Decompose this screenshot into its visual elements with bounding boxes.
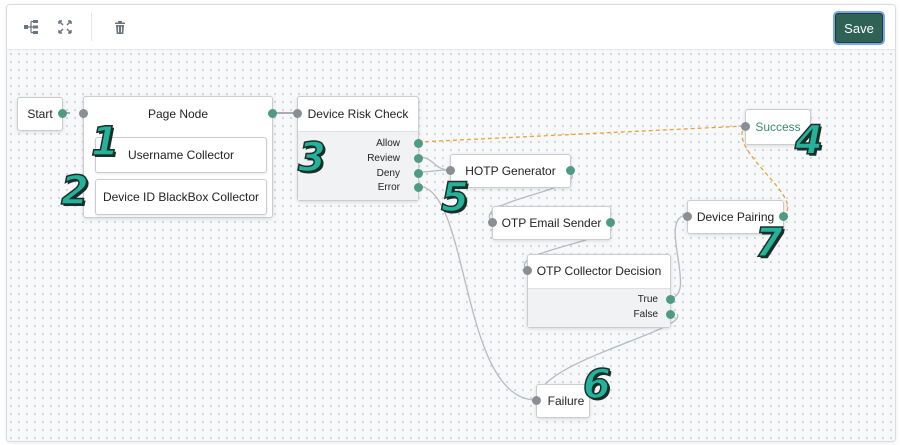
tree-layout-icon[interactable] xyxy=(17,13,45,41)
fit-screen-icon[interactable] xyxy=(51,13,79,41)
outcome-deny-label: Deny xyxy=(376,168,400,179)
hotp-generator-node[interactable]: HOTP Generator xyxy=(446,154,575,188)
callout-3: 3 xyxy=(297,135,326,181)
page-node-input-port[interactable] xyxy=(79,109,88,118)
callout-5: 5 xyxy=(440,175,469,221)
outcome-false-label: False xyxy=(633,309,658,320)
error-output-port[interactable] xyxy=(414,183,423,192)
allow-output-port[interactable] xyxy=(414,139,423,148)
start-node-label: Start xyxy=(27,107,53,121)
outcome-allow-label: Allow xyxy=(376,138,400,149)
device-risk-label: Device Risk Check xyxy=(307,107,409,121)
failure-node[interactable]: Failure xyxy=(532,384,590,418)
device-id-collector-node[interactable]: Device ID BlackBox Collector xyxy=(95,179,267,215)
outcome-error-label: Error xyxy=(377,182,400,193)
save-button[interactable]: Save xyxy=(835,13,883,43)
failure-node-label: Failure xyxy=(547,394,585,408)
success-input-port[interactable] xyxy=(741,122,750,131)
device-risk-check-node[interactable]: Device Risk Check Allow Review Deny Erro… xyxy=(293,96,423,201)
page-node-output-port[interactable] xyxy=(268,109,277,118)
review-output-port[interactable] xyxy=(414,154,423,163)
device-pairing-input-port[interactable] xyxy=(683,212,692,221)
hotp-label: HOTP Generator xyxy=(465,164,556,178)
toolbar: Save xyxy=(7,5,895,50)
callout-4: 4 xyxy=(794,118,823,164)
device-risk-input-port[interactable] xyxy=(293,109,302,118)
callout-2: 2 xyxy=(60,168,89,214)
device-pairing-node[interactable]: Device Pairing xyxy=(683,200,788,234)
otp-decision-input-port[interactable] xyxy=(523,266,532,275)
otp-email-output-port[interactable] xyxy=(606,218,615,227)
false-output-port[interactable] xyxy=(666,310,675,319)
device-pairing-output-port[interactable] xyxy=(779,212,788,221)
page-node[interactable]: Page Node Username Collector Device ID B… xyxy=(79,96,277,218)
start-output-port[interactable] xyxy=(58,109,67,118)
hotp-output-port[interactable] xyxy=(566,166,575,175)
failure-input-port[interactable] xyxy=(532,396,541,405)
username-collector-node[interactable]: Username Collector xyxy=(95,137,267,173)
otp-decision-label: OTP Collector Decision xyxy=(536,264,662,278)
true-output-port[interactable] xyxy=(666,295,675,304)
otp-email-input-port[interactable] xyxy=(488,218,497,227)
callout-1: 1 xyxy=(90,119,119,165)
otp-email-label: OTP Email Sender xyxy=(501,216,602,230)
device-pairing-label: Device Pairing xyxy=(696,210,775,224)
hotp-input-port[interactable] xyxy=(446,166,455,175)
trash-icon[interactable] xyxy=(106,13,134,41)
otp-collector-decision-node[interactable]: OTP Collector Decision True False xyxy=(523,254,675,328)
callout-7: 7 xyxy=(754,220,783,266)
outcome-true-label: True xyxy=(637,294,658,305)
device-risk-outcomes xyxy=(298,131,418,200)
deny-output-port[interactable] xyxy=(414,169,423,178)
success-node[interactable]: Success xyxy=(741,109,811,145)
start-node[interactable]: Start xyxy=(17,97,67,131)
toolbar-divider xyxy=(91,13,92,41)
page-node-label: Page Node xyxy=(147,107,209,121)
otp-email-sender-node[interactable]: OTP Email Sender xyxy=(488,206,615,240)
outcome-review-label: Review xyxy=(367,153,400,164)
otp-decision-outcomes xyxy=(528,288,670,327)
success-node-label: Success xyxy=(755,120,801,134)
callout-6: 6 xyxy=(582,362,611,408)
